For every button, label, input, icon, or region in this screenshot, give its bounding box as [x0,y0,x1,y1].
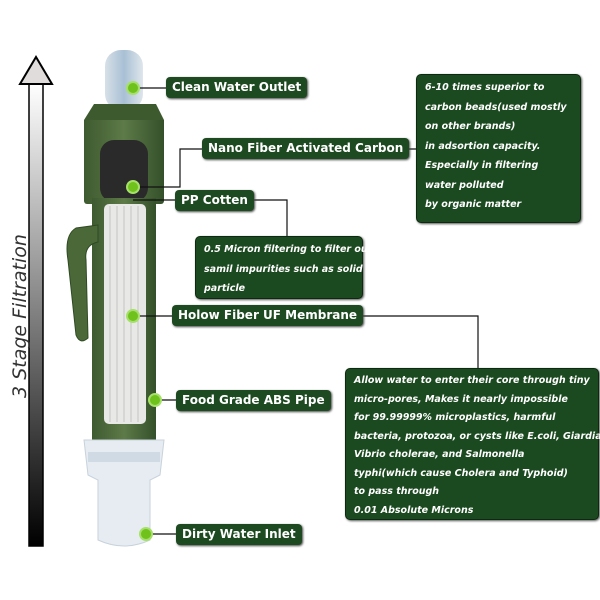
callout-line: 0.01 Absolute Microns [354,504,474,516]
label-dirty-water-inlet: Dirty Water Inlet [176,524,302,545]
callout-line: typhi(which cause Cholera and Typhoid) [354,467,568,479]
callout-line: for 99.99999% microplastics, harmful [354,412,556,423]
side-title: 3 Stage Filtration [9,234,31,398]
callout-line: particle [204,283,246,294]
callout-line: Especially in filtering [425,160,539,171]
callout-line: micro-pores, Makes it nearly impossible [354,393,568,405]
label-clean-water-outlet: Clean Water Outlet [166,77,308,98]
label-pp-cotten: PP Cotten [175,190,254,211]
callout-line: carbon beads(used mostly [425,101,567,113]
callout-carbon: 6-10 times superior to carbon beads(used… [416,74,581,223]
filtration-arrow [18,55,54,547]
callout-line: water polluted [425,179,504,191]
callout-line: in adsortion capacity. [425,140,541,152]
callout-line: Allow water to enter their core through … [354,375,590,386]
water-filter-image [66,50,165,547]
callout-line: 0.5 Micron filtering to filter out [204,244,373,255]
label-food-grade-abs-pipe: Food Grade ABS Pipe [176,390,331,411]
marker-dots [126,81,162,541]
callout-membrane: Allow water to enter their core through … [345,368,600,520]
callout-line: bacteria, protozoa, or cysts like E.coli… [354,430,600,442]
label-hollow-fiber-uf-membrane: Holow Fiber UF Membrane [172,305,364,326]
callout-line: samil impurities such as solid [204,263,363,275]
callout-line: to pass through [354,486,440,497]
callout-pp-cotton: 0.5 Micron filtering to filter out samil… [195,236,373,299]
callout-line: Vibrio cholerae, and Salmonella [354,449,525,460]
callout-line: by organic matter [425,199,522,210]
label-nano-fiber-activated-carbon: Nano Fiber Activated Carbon [202,138,410,159]
callout-line: 6-10 times superior to [425,82,545,93]
callout-line: on other brands) [425,121,516,132]
